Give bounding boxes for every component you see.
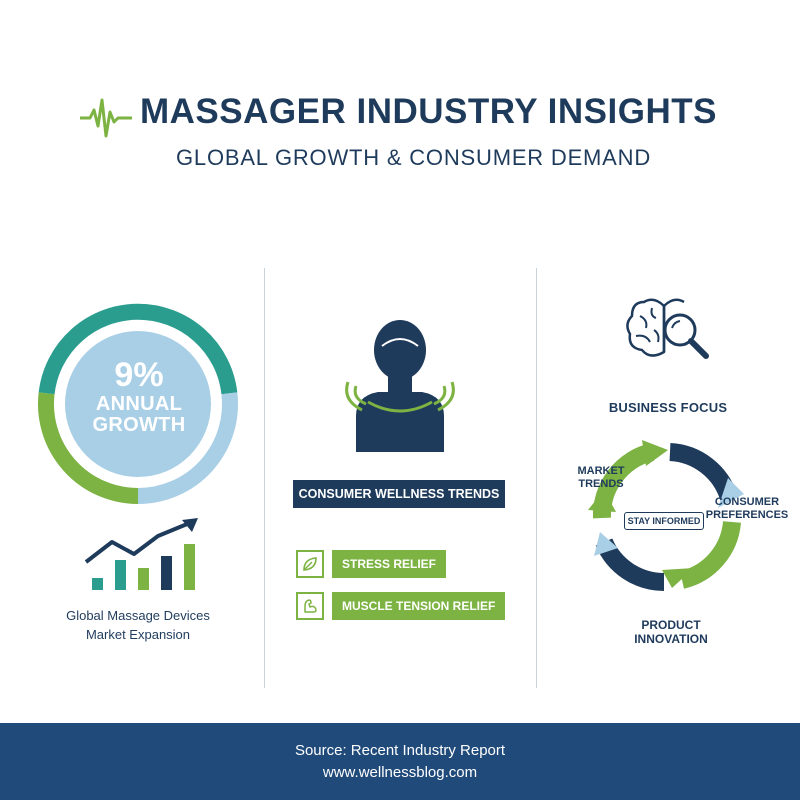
stay-informed-badge: STAY INFORMED bbox=[624, 512, 704, 530]
business-cycle-diagram bbox=[588, 440, 744, 591]
footer-url: www.wellnessblog.com bbox=[322, 764, 478, 781]
growth-caption: Global Massage Devices Market Expansion bbox=[50, 606, 226, 644]
growth-label-line1: ANNUAL bbox=[95, 392, 183, 415]
cycle-label-product-innovation-line1: PRODUCT bbox=[641, 618, 701, 632]
cycle-label-market-trends-line2: TRENDS bbox=[578, 478, 624, 490]
growth-stat: 9% ANNUAL GROWTH bbox=[67, 356, 211, 436]
page-subtitle: GLOBAL GROWTH & CONSUMER DEMAND bbox=[176, 145, 652, 170]
trend-stress-relief: STRESS RELIEF bbox=[332, 550, 447, 578]
business-focus-title: BUSINESS FOCUS bbox=[608, 400, 728, 415]
growth-value: 9% bbox=[114, 356, 164, 394]
growth-caption-line2: Market Expansion bbox=[85, 627, 191, 642]
bar-chart-trend-icon bbox=[84, 518, 198, 590]
flexed-arm-icon bbox=[296, 592, 324, 620]
page-title: MASSAGER INDUSTRY INSIGHTS bbox=[140, 92, 717, 131]
heartbeat-icon bbox=[80, 98, 132, 138]
trend-muscle-tension-relief: MUSCLE TENSION RELIEF bbox=[332, 592, 506, 620]
leaf-icon bbox=[296, 550, 324, 578]
cycle-label-consumer-preferences-line2: PREFERENCES bbox=[705, 509, 789, 521]
cycle-label-product-innovation: PRODUCT INNOVATION bbox=[626, 618, 716, 646]
growth-ring bbox=[38, 303, 238, 504]
column-divider-left bbox=[264, 268, 265, 688]
cycle-label-market-trends-line1: MARKET bbox=[577, 465, 625, 477]
wellness-banner: CONSUMER WELLNESS TRENDS bbox=[293, 480, 505, 508]
cycle-label-product-innovation-line2: INNOVATION bbox=[634, 632, 708, 646]
cycle-label-consumer-preferences-line1: CONSUMER bbox=[714, 496, 780, 508]
cycle-label-consumer-preferences: CONSUMER PREFERENCES bbox=[702, 496, 792, 522]
brain-magnifier-icon bbox=[626, 298, 709, 359]
footer-source: Source: Recent Industry Report bbox=[294, 742, 506, 759]
growth-label-line2: GROWTH bbox=[92, 413, 186, 436]
footer bbox=[0, 723, 800, 800]
person-relief-icon bbox=[345, 320, 455, 452]
column-divider-right bbox=[536, 268, 537, 688]
cycle-label-market-trends: MARKET TRENDS bbox=[566, 465, 636, 491]
growth-caption-line1: Global Massage Devices bbox=[66, 608, 210, 623]
